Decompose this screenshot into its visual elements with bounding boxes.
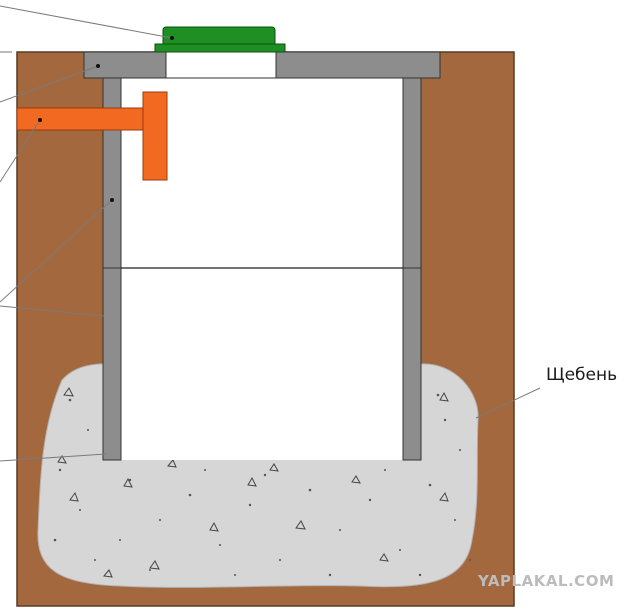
- ring-wall-right: [402, 77, 422, 461]
- leader-lines: [0, 5, 541, 462]
- inlet-pipe: [16, 107, 148, 131]
- leader-dots: [38, 36, 174, 202]
- hatch-lid-top: [162, 26, 276, 47]
- ring-interior: [121, 78, 403, 460]
- ring-wall-left: [102, 77, 122, 461]
- hatch-neck: [165, 51, 277, 79]
- gravel-speckles: [53, 393, 471, 577]
- watermark: YAPLAKAL.COM: [478, 572, 615, 590]
- gravel-label: Щебень: [546, 365, 618, 385]
- gravel-stones: [57, 387, 449, 578]
- hatch-lid-base: [154, 43, 286, 53]
- tee-fitting: [142, 91, 168, 181]
